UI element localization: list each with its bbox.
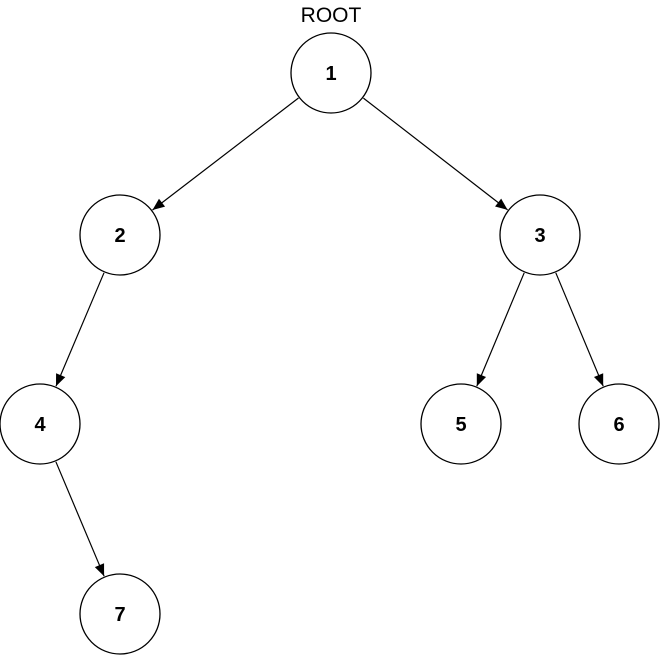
tree-node-label-4: 4 — [34, 414, 46, 436]
tree-node-circle-6 — [578, 383, 660, 465]
tree-edge-3-6 — [555, 272, 604, 387]
tree-node-label-6: 6 — [613, 414, 624, 436]
tree-node-4: 4 — [0, 383, 81, 465]
tree-node-circle-5 — [420, 383, 502, 465]
tree-node-label-7: 7 — [114, 604, 125, 626]
tree-node-label-1: 1 — [325, 63, 336, 85]
tree-node-circle-4 — [0, 383, 81, 465]
tree-node-5: 5 — [420, 383, 502, 465]
tree-node-2: 2 — [79, 194, 161, 276]
tree-node-6: 6 — [578, 383, 660, 465]
tree-node-3: 3 — [499, 194, 581, 276]
nodes-layer: 1 2 3 4 5 6 7 — [0, 32, 660, 655]
tree-node-7: 7 — [79, 573, 161, 655]
tree-node-circle-2 — [79, 194, 161, 276]
tree-node-label-2: 2 — [114, 225, 125, 247]
tree-node-label-5: 5 — [455, 414, 466, 436]
tree-node-circle-7 — [79, 573, 161, 655]
tree-node-label-3: 3 — [534, 225, 545, 247]
root-label: ROOT — [301, 4, 362, 27]
tree-edge-1-2 — [152, 97, 299, 211]
tree-node-circle-1 — [290, 32, 372, 114]
tree-edge-1-3 — [363, 97, 508, 211]
tree-node-circle-3 — [499, 194, 581, 276]
tree-edge-4-7 — [55, 461, 105, 577]
tree-node-1: 1 — [290, 32, 372, 114]
edges-layer — [55, 97, 604, 577]
tree-edge-3-5 — [476, 272, 525, 387]
tree-edge-2-4 — [55, 272, 105, 387]
